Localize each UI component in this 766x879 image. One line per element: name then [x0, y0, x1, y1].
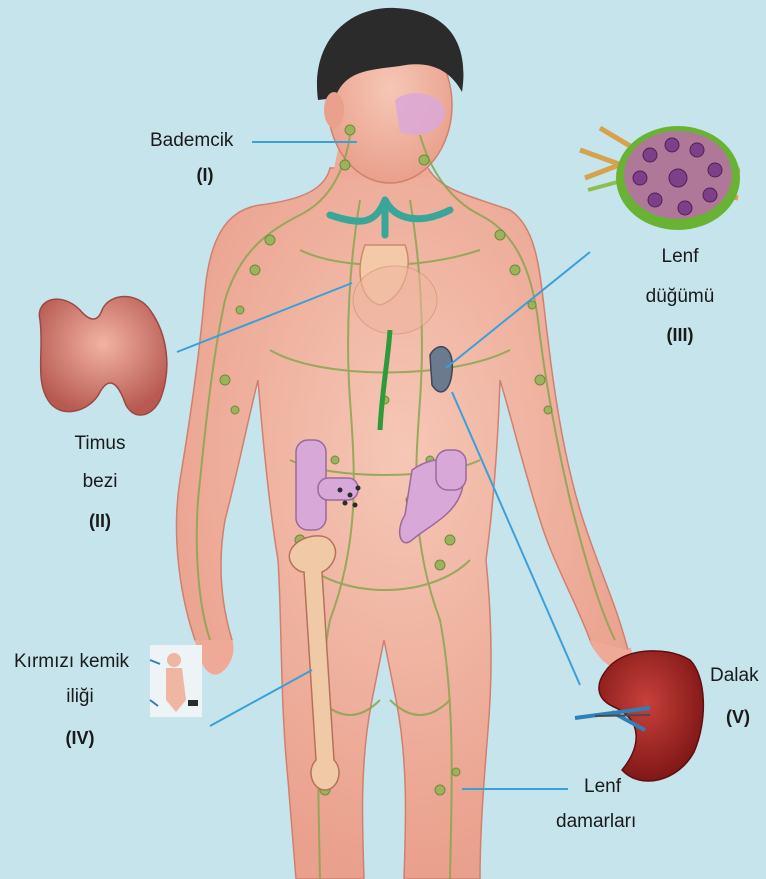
spleen-image	[575, 651, 703, 781]
thymus-gland-image	[39, 297, 167, 416]
tonsil-label: Bademcik	[150, 129, 233, 153]
spleen-label: Dalak	[710, 664, 759, 688]
spleen-number: (V)	[715, 705, 761, 729]
lymph-node-label-line1: Lenf	[640, 245, 720, 269]
lymph-vessels-label-line2: damarları	[556, 810, 636, 834]
lymph-node-number: (III)	[650, 323, 710, 347]
human-body	[176, 8, 631, 879]
thymus-label-line2: bezi	[70, 470, 130, 494]
lymph-node-label-line2: düğümü	[630, 285, 730, 309]
tonsil-number: (I)	[185, 163, 225, 187]
thymus-label-line1: Timus	[70, 432, 130, 456]
bone-marrow-label-line2: iliği	[50, 685, 110, 709]
thymus-number: (II)	[75, 509, 125, 533]
lymph-node-image	[580, 126, 740, 230]
bone-marrow-label-line1: Kırmızı kemik	[14, 650, 129, 674]
spleen-in-body	[430, 347, 452, 392]
bone-marrow-number: (IV)	[50, 726, 110, 750]
bone-marrow-small-figure	[150, 645, 202, 717]
heart-outline	[353, 266, 437, 334]
lymph-vessels-label-line1: Lenf	[584, 775, 621, 799]
